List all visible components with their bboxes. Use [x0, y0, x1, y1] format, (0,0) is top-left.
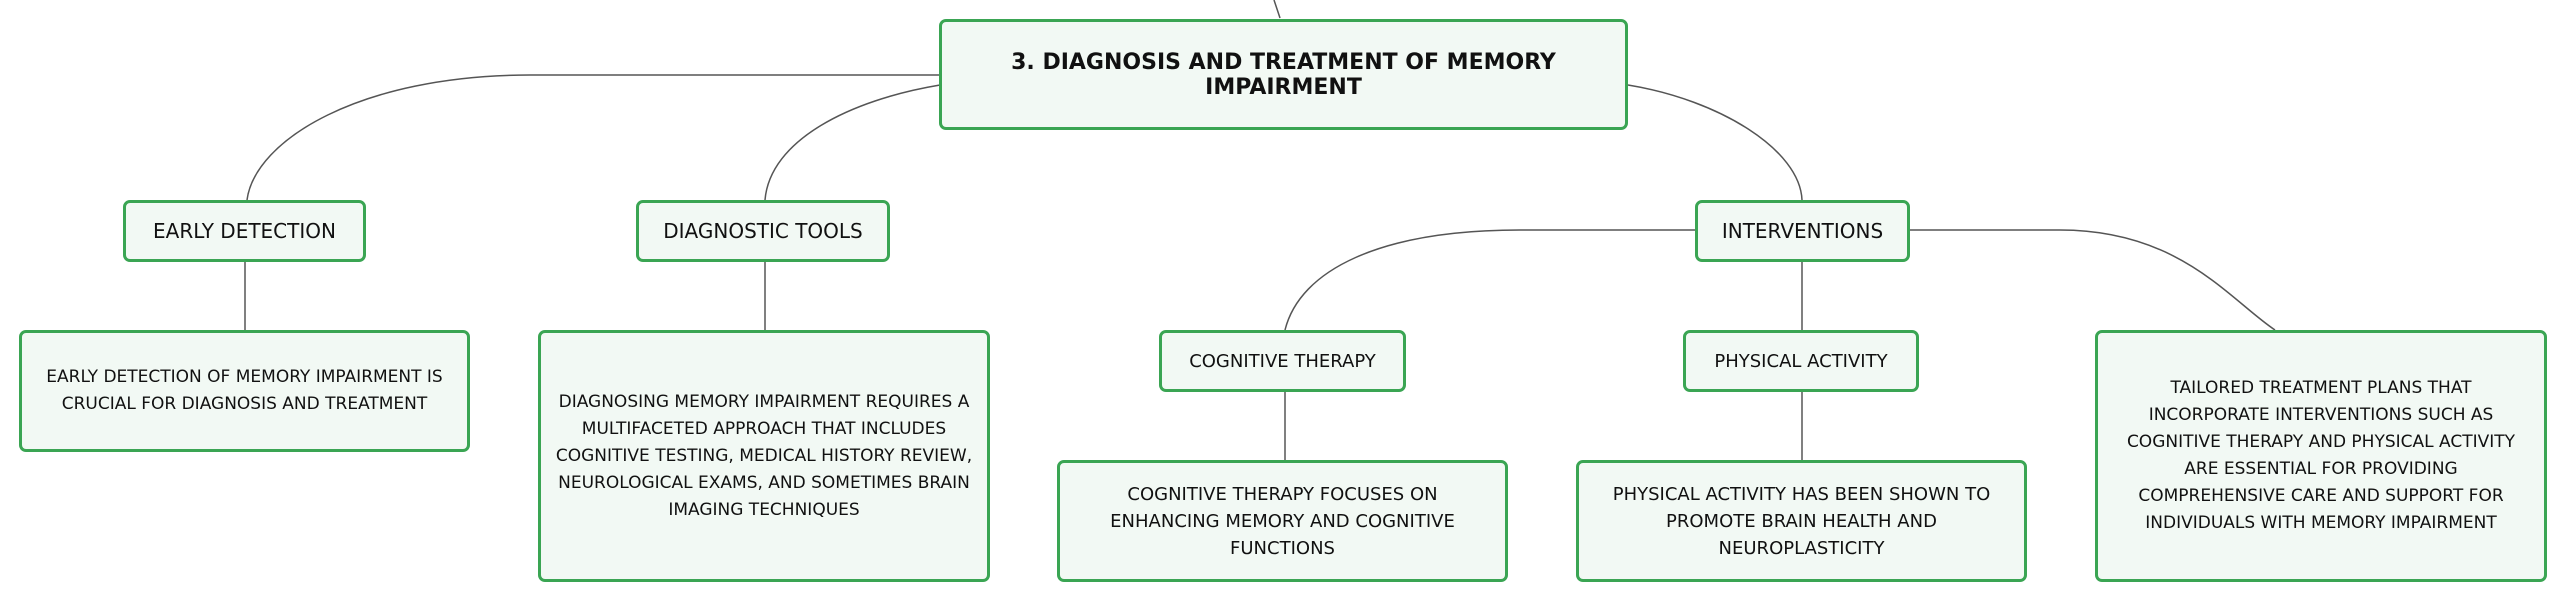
- detail-early-detection-text: EARLY DETECTION OF MEMORY IMPAIRMENT IS …: [46, 367, 443, 414]
- connector-parent-root: [1273, 0, 1281, 19]
- topic-physical-activity-label: PHYSICAL ACTIVITY: [1714, 350, 1888, 372]
- topic-cognitive-therapy[interactable]: COGNITIVE THERAPY: [1159, 330, 1406, 392]
- connector-interventions-tailored: [1910, 229, 2276, 331]
- detail-diagnostic-tools[interactable]: DIAGNOSING MEMORY IMPAIRMENT REQUIRES A …: [538, 330, 990, 582]
- connector-root-diagnostic-tools: [764, 84, 941, 201]
- topic-early-detection[interactable]: EARLY DETECTION: [123, 200, 366, 262]
- detail-cognitive-therapy[interactable]: COGNITIVE THERAPY FOCUSES ON ENHANCING M…: [1057, 460, 1508, 582]
- connector-interventions-cognitive: [1284, 229, 1695, 331]
- topic-interventions[interactable]: INTERVENTIONS: [1695, 200, 1910, 262]
- detail-diagnostic-tools-text: DIAGNOSING MEMORY IMPAIRMENT REQUIRES A …: [555, 391, 973, 520]
- root-topic-title: 3. DIAGNOSIS AND TREATMENT OF MEMORY IMP…: [1011, 49, 1556, 100]
- topic-physical-activity[interactable]: PHYSICAL ACTIVITY: [1683, 330, 1919, 392]
- connector-root-early-detection: [246, 74, 940, 201]
- topic-early-detection-label: EARLY DETECTION: [153, 219, 336, 243]
- topic-diagnostic-tools[interactable]: DIAGNOSTIC TOOLS: [636, 200, 890, 262]
- detail-physical-activity[interactable]: PHYSICAL ACTIVITY HAS BEEN SHOWN TO PROM…: [1576, 460, 2027, 582]
- detail-early-detection[interactable]: EARLY DETECTION OF MEMORY IMPAIRMENT IS …: [19, 330, 470, 452]
- detail-tailored-treatment[interactable]: TAILORED TREATMENT PLANS THAT INCORPORAT…: [2095, 330, 2547, 582]
- detail-cognitive-therapy-text: COGNITIVE THERAPY FOCUSES ON ENHANCING M…: [1110, 483, 1455, 559]
- topic-cognitive-therapy-label: COGNITIVE THERAPY: [1189, 350, 1376, 372]
- detail-physical-activity-text: PHYSICAL ACTIVITY HAS BEEN SHOWN TO PROM…: [1612, 483, 1991, 559]
- topic-interventions-label: INTERVENTIONS: [1721, 219, 1884, 243]
- root-topic[interactable]: 3. DIAGNOSIS AND TREATMENT OF MEMORY IMP…: [939, 19, 1628, 130]
- detail-tailored-treatment-text: TAILORED TREATMENT PLANS THAT INCORPORAT…: [2126, 378, 2516, 533]
- connector-root-interventions: [1627, 84, 1803, 201]
- topic-diagnostic-tools-label: DIAGNOSTIC TOOLS: [663, 219, 863, 243]
